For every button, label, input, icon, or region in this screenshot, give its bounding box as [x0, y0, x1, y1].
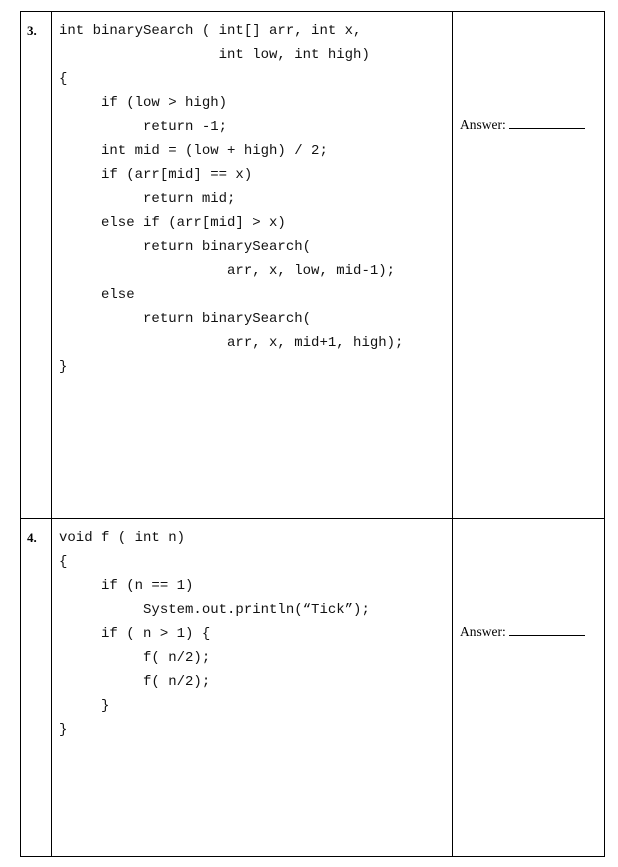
code-line: if (n == 1) — [59, 578, 194, 594]
code-line: else — [59, 287, 135, 303]
code-line: int mid = (low + high) / 2; — [59, 143, 328, 159]
code-line: if (arr[mid] == x) — [59, 167, 253, 183]
code-line: return mid; — [59, 191, 236, 207]
code-line: return binarySearch( — [59, 311, 312, 327]
code-line: if ( n > 1) { — [59, 626, 211, 642]
answer-field[interactable]: Answer: — [460, 623, 585, 640]
code-line: { — [59, 554, 68, 570]
question-number: 3. — [20, 11, 52, 519]
code-line: { — [59, 71, 68, 87]
answer-label: Answer: — [460, 117, 506, 132]
answer-blank[interactable] — [508, 116, 585, 129]
code-line: f( n/2); — [59, 650, 211, 666]
question-row-4: 4. void f ( int n) { if (n == 1) System.o… — [20, 518, 605, 857]
code-line: arr, x, mid+1, high); — [59, 335, 404, 351]
code-line: } — [59, 359, 68, 375]
code-block: void f ( int n) { if (n == 1) System.out.… — [51, 518, 453, 857]
code-line: return -1; — [59, 119, 228, 135]
code-line: else if (arr[mid] > x) — [59, 215, 286, 231]
code-line: System.out.println(“Tick”); — [59, 602, 370, 618]
question-row-3: 3. int binarySearch ( int[] arr, int x, … — [20, 11, 605, 519]
code-line: } — [59, 722, 68, 738]
code-line: f( n/2); — [59, 674, 211, 690]
code-line: int low, int high) — [59, 47, 370, 63]
code-line: int binarySearch ( int[] arr, int x, — [59, 23, 362, 39]
answer-label: Answer: — [460, 624, 506, 639]
code-line: arr, x, low, mid-1); — [59, 263, 396, 279]
code-block: int binarySearch ( int[] arr, int x, int… — [51, 11, 453, 519]
code-line: } — [59, 698, 110, 714]
answer-cell: Answer: — [452, 518, 605, 857]
code-line: if (low > high) — [59, 95, 228, 111]
answer-blank[interactable] — [508, 623, 585, 636]
answer-cell: Answer: — [452, 11, 605, 519]
question-table: 3. int binarySearch ( int[] arr, int x, … — [20, 11, 605, 857]
answer-field[interactable]: Answer: — [460, 116, 585, 133]
question-number: 4. — [20, 518, 52, 857]
code-line: return binarySearch( — [59, 239, 312, 255]
code-line: void f ( int n) — [59, 530, 186, 546]
